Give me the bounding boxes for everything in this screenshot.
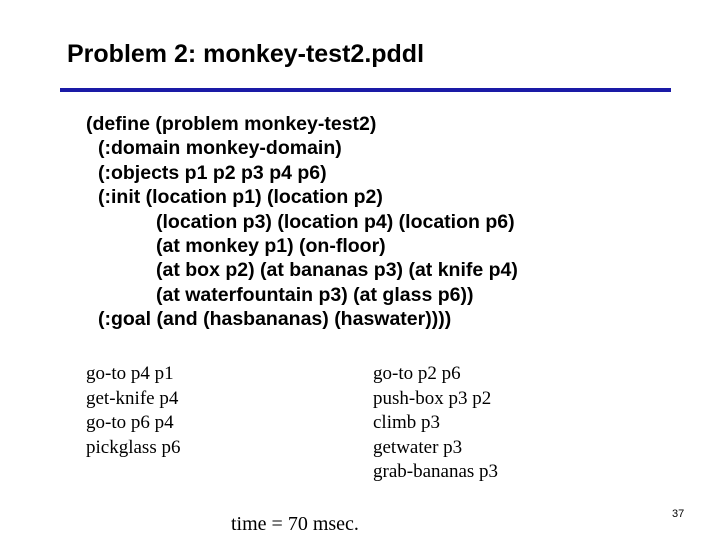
page-number: 37: [672, 508, 685, 520]
plan-step: climb p3: [373, 412, 441, 434]
pddl-line: (:init (location p1) (location p2): [98, 186, 383, 209]
plan-column-right: go-to p2 p6 push-box p3 p2 climb p3 getw…: [373, 362, 498, 485]
title-underline: [60, 88, 671, 92]
pddl-line: (at monkey p1) (on-floor): [156, 234, 386, 257]
pddl-line: (at waterfountain p3) (at glass p6)): [156, 283, 474, 306]
slide-title: Problem 2: monkey-test2.pddl: [67, 40, 425, 68]
pddl-line: (location p3) (location p4) (location p6…: [156, 210, 515, 233]
pddl-code-block: (define (problem monkey-test2) (:domain …: [86, 112, 518, 332]
plan-step: go-to p4 p1: [86, 363, 174, 384]
pddl-line: (:domain monkey-domain): [98, 137, 342, 160]
plan-column-left: go-to p4 p1 get-knife p4 go-to p6 p4 pic…: [86, 362, 180, 460]
plan-step: pickglass p6: [86, 436, 181, 458]
pddl-line: (define (problem monkey-test2): [86, 113, 377, 135]
pddl-line: (at box p2) (at bananas p3) (at knife p4…: [156, 259, 518, 282]
plan-step: go-to p2 p6: [373, 363, 461, 384]
time-label: time = 70 msec.: [231, 513, 359, 535]
plan-step: push-box p3 p2: [373, 387, 492, 409]
plan-step: getwater p3: [373, 436, 463, 458]
pddl-line: (:goal (and (hasbananas) (haswater)))): [98, 308, 452, 331]
plan-step: grab-bananas p3: [373, 461, 499, 483]
plan-step: go-to p6 p4: [86, 412, 174, 434]
plan-step: get-knife p4: [86, 387, 179, 409]
pddl-line: (:objects p1 p2 p3 p4 p6): [98, 161, 327, 184]
